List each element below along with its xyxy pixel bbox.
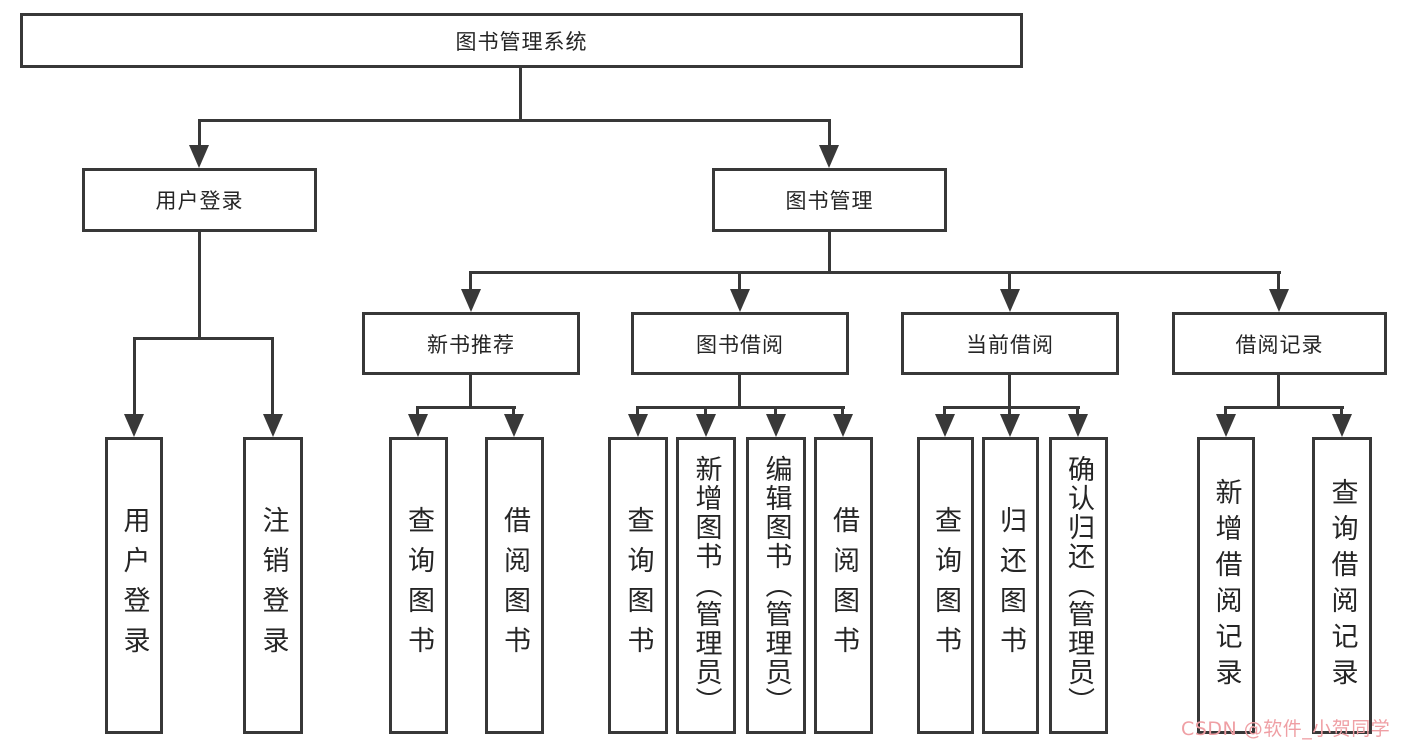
connector-line [774,406,777,417]
connector-line [738,373,741,409]
arrow-down-icon [461,289,481,312]
connector-line [636,406,639,417]
node-leaf-add-book-admin: 新增图书（管理员） [676,437,736,734]
connector-line [1277,373,1280,409]
connector-line [841,406,844,417]
node-book-management: 图书管理 [712,168,947,232]
node-label: 查询图书 [403,505,434,666]
node-book-borrowing: 图书借阅 [631,312,849,375]
arrow-down-icon [124,414,144,437]
node-label: 确认归还（管理员） [1063,455,1094,716]
node-label: 用户登录 [118,505,150,666]
csdn-watermark: CSDN @软件_小贺同学 [1181,718,1391,740]
connector-line [198,119,201,149]
node-leaf-logout: 注销登录 [243,437,303,734]
connector-line [133,337,274,340]
arrow-down-icon [819,145,839,168]
node-leaf-add-borrow-record: 新增借阅记录 [1197,437,1255,734]
node-leaf-query-book-recommend: 查询图书 [389,437,448,734]
arrow-down-icon [766,414,786,437]
node-leaf-edit-book-admin: 编辑图书（管理员） [746,437,806,734]
node-leaf-return-book: 归还图书 [982,437,1039,734]
arrow-down-icon [935,414,955,437]
connector-line [1008,373,1011,409]
arrow-down-icon [189,145,209,168]
connector-line [1224,406,1344,409]
arrow-down-icon [263,414,283,437]
arrow-down-icon [1216,414,1236,437]
node-current-borrowing: 当前借阅 [901,312,1119,375]
node-library-management-system: 图书管理系统 [20,13,1023,68]
connector-line [1008,271,1011,291]
connector-line [133,337,136,417]
arrow-down-icon [833,414,853,437]
node-leaf-query-borrow-record: 查询借阅记录 [1312,437,1372,734]
arrow-down-icon [696,414,716,437]
connector-line [1277,271,1280,291]
connector-line [943,406,946,417]
node-label: 借阅图书 [828,505,859,666]
connector-line [416,406,419,417]
connector-line [1340,406,1343,417]
connector-line [512,406,515,417]
connector-line [469,271,472,291]
node-label: 归还图书 [995,505,1026,666]
connector-line [469,373,472,409]
node-label: 借阅图书 [499,505,530,666]
arrow-down-icon [1068,414,1088,437]
connector-line [271,337,274,417]
node-label: 查询图书 [622,505,654,666]
node-new-book-recommendation: 新书推荐 [362,312,580,375]
connector-line [738,271,741,291]
connector-line [1008,406,1011,417]
arrow-down-icon [730,289,750,312]
node-leaf-borrow-book-recommend: 借阅图书 [485,437,544,734]
node-label: 查询图书 [930,505,961,666]
connector-line [469,271,1281,274]
arrow-down-icon [1269,289,1289,312]
node-label: 新增图书（管理员） [690,455,722,716]
arrow-down-icon [628,414,648,437]
node-leaf-confirm-return-admin: 确认归还（管理员） [1049,437,1108,734]
connector-line [943,406,1080,409]
connector-line [828,230,831,274]
connector-line [1076,406,1079,417]
connector-line [417,406,516,409]
node-leaf-query-book-current: 查询图书 [917,437,974,734]
arrow-down-icon [1332,414,1352,437]
connector-line [1224,406,1227,417]
node-label: 编辑图书（管理员） [760,455,792,716]
connector-line [519,66,522,122]
connector-line [198,119,831,122]
arrow-down-icon [1000,414,1020,437]
node-leaf-query-book-borrowing: 查询图书 [608,437,668,734]
node-leaf-user-login: 用户登录 [105,437,163,734]
arrow-down-icon [504,414,524,437]
connector-line [704,406,707,417]
connector-line [198,230,201,340]
connector-line [636,406,845,409]
node-label: 查询借阅记录 [1326,477,1358,694]
node-label: 注销登录 [257,505,289,666]
arrow-down-icon [1000,289,1020,312]
arrow-down-icon [408,414,428,437]
node-label: 新增借阅记录 [1210,477,1242,694]
node-user-login: 用户登录 [82,168,317,232]
connector-line [828,119,831,149]
node-leaf-borrow-book: 借阅图书 [814,437,873,734]
node-borrowing-records: 借阅记录 [1172,312,1387,375]
